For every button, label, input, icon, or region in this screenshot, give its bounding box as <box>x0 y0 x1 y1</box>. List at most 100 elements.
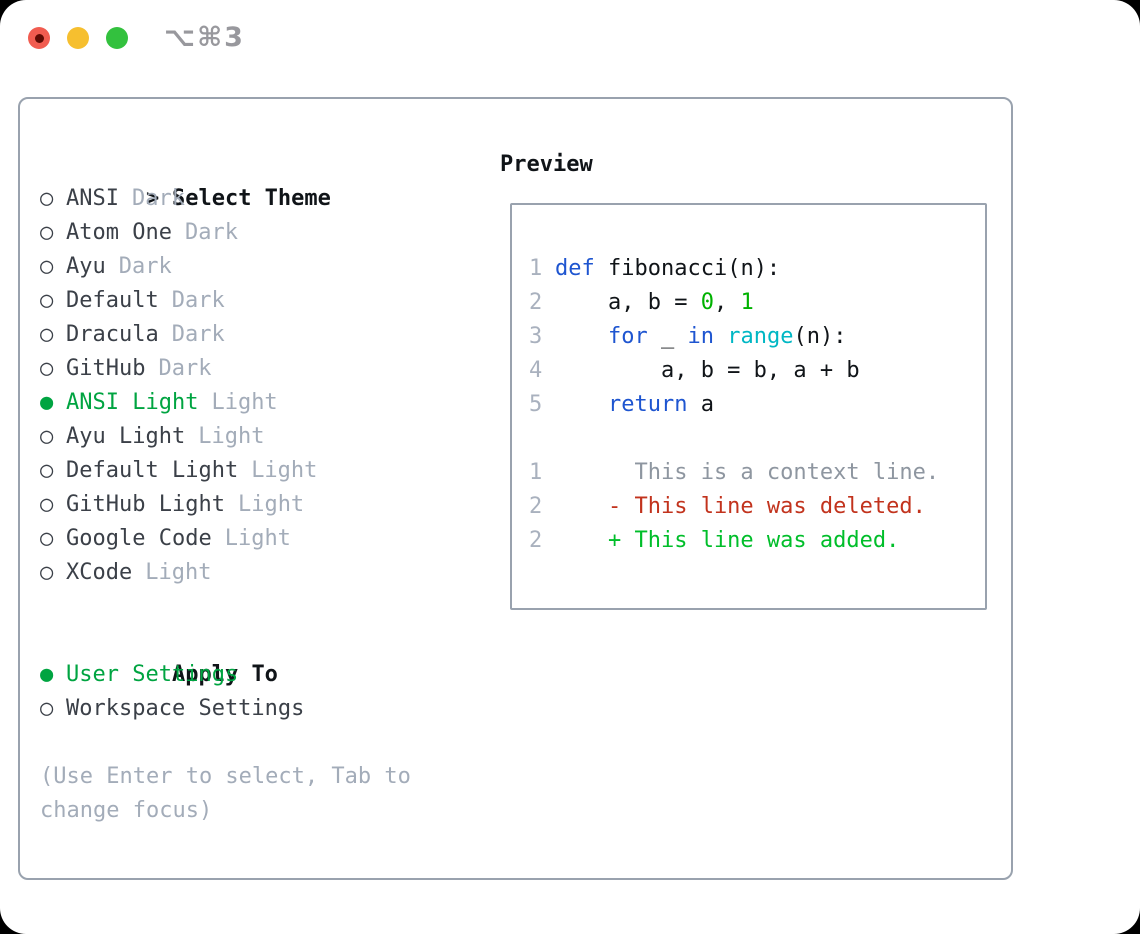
theme-option[interactable]: ○ Default Dark <box>40 284 411 318</box>
close-dot-icon <box>34 33 44 43</box>
theme-option[interactable]: ○ XCode Light <box>40 556 411 590</box>
zoom-button[interactable] <box>106 27 128 49</box>
line-number: 2 <box>529 528 543 553</box>
code-line: 1 This is a context line. <box>529 456 985 490</box>
theme-option[interactable]: ○ Atom One Dark <box>40 216 411 250</box>
help-text-line-1: (Use Enter to select, Tab to <box>40 764 411 789</box>
line-number: 3 <box>529 324 543 349</box>
option-variant-label: Dark <box>131 186 185 211</box>
window-shortcut-label: ⌥⌘3 <box>164 22 245 53</box>
line-number: 1 <box>529 460 543 485</box>
theme-list-title: Select Theme <box>171 186 331 211</box>
option-variant-label: Dark <box>158 356 212 381</box>
radio-icon: ○ <box>40 424 54 449</box>
spacer <box>40 726 411 760</box>
option-label: GitHub <box>66 356 146 381</box>
radio-icon: ○ <box>40 254 54 279</box>
option-variant-label: Light <box>145 560 212 585</box>
option-label: Google Code <box>66 526 212 551</box>
code-line: 2 + This line was added. <box>529 524 985 558</box>
option-variant-label: Dark <box>171 322 225 347</box>
code-segment-kw: in <box>687 324 714 349</box>
code-line: 5 return a <box>529 388 985 422</box>
radio-icon: ○ <box>40 458 54 483</box>
code-segment-plain: a, b = <box>555 290 701 315</box>
code-line: 4 a, b = b, a + b <box>529 354 985 388</box>
radio-icon: ○ <box>40 356 54 381</box>
minimize-button[interactable] <box>67 27 89 49</box>
option-label: XCode <box>66 560 133 585</box>
option-label: Workspace Settings <box>66 696 305 721</box>
option-label: ANSI Light <box>66 390 199 415</box>
code-segment-plain: _ <box>647 324 688 349</box>
line-number: 1 <box>529 256 543 281</box>
radio-icon: ○ <box>40 560 54 585</box>
code-segment-plain <box>714 324 727 349</box>
radio-icon: ○ <box>40 186 54 211</box>
option-label: Default Light <box>66 458 239 483</box>
preview-title: Preview <box>500 152 593 177</box>
option-variant-label: Dark <box>171 288 225 313</box>
code-segment-plain <box>555 324 608 349</box>
option-variant-label: Light <box>251 458 318 483</box>
code-segment-lit: 1 <box>740 290 754 315</box>
radio-selected-icon: ● <box>40 390 54 415</box>
theme-option[interactable]: ○ Ayu Dark <box>40 250 411 284</box>
option-label: GitHub Light <box>66 492 225 517</box>
option-variant-label: Light <box>224 526 291 551</box>
theme-option[interactable]: ○ GitHub Dark <box>40 352 411 386</box>
code-segment-plain: , <box>713 290 741 315</box>
spacer <box>40 590 411 624</box>
code-line: 3 for _ in range(n): <box>529 320 985 354</box>
titlebar: ⌥⌘3 <box>0 0 1140 76</box>
apply-to-header: Apply To <box>40 624 411 687</box>
apply-to-title: Apply To <box>171 662 278 687</box>
option-variant-label: Light <box>237 492 305 517</box>
apply-options-group: ● User Settings ○ Workspace Settings <box>40 658 411 726</box>
option-label: Default <box>66 288 159 313</box>
code-segment-kw: def <box>555 256 595 281</box>
apply-option[interactable]: ● User Settings <box>40 658 411 692</box>
option-label: Ayu <box>66 254 106 279</box>
code-segment-del: - This line was deleted. <box>555 494 926 519</box>
apply-option[interactable]: ○ Workspace Settings <box>40 692 411 726</box>
option-label: Dracula <box>66 322 159 347</box>
theme-option[interactable]: ○ GitHub Light Light <box>40 488 411 522</box>
radio-icon: ○ <box>40 220 54 245</box>
theme-option[interactable]: ○ Google Code Light <box>40 522 411 556</box>
radio-icon: ○ <box>40 696 54 721</box>
theme-option[interactable]: ○ Ayu Light Light <box>40 420 411 454</box>
code-segment-plain: a, b = b, a + b <box>555 358 860 383</box>
theme-option[interactable]: ○ Default Light Light <box>40 454 411 488</box>
option-variant-label: Dark <box>184 220 238 245</box>
line-number: 2 <box>529 494 543 519</box>
code-segment-kw: for <box>607 324 648 349</box>
code-segment-plain: a <box>687 392 714 417</box>
line-number: 5 <box>529 392 543 417</box>
radio-selected-icon: ● <box>40 662 54 687</box>
code-segment-plain: (n): <box>793 324 847 349</box>
radio-icon: ○ <box>40 492 54 517</box>
radio-icon: ○ <box>40 288 54 313</box>
focus-pointer-icon: > <box>145 186 160 211</box>
option-label: Atom One <box>66 220 172 245</box>
code-line: 2 a, b = 0, 1 <box>529 286 985 320</box>
code-segment-ctx: This is a context line. <box>555 460 940 485</box>
code-segment-add: + This line was added. <box>555 528 900 553</box>
option-label: User Settings <box>66 662 239 687</box>
option-variant-label: Light <box>198 424 265 449</box>
radio-icon: ○ <box>40 526 54 551</box>
close-button[interactable] <box>28 27 50 49</box>
option-variant-label: Dark <box>118 254 172 279</box>
option-label: Ayu Light <box>66 424 186 449</box>
help-text-line-2: change focus) <box>40 798 213 823</box>
code-segment-lit: 0 <box>700 290 714 315</box>
